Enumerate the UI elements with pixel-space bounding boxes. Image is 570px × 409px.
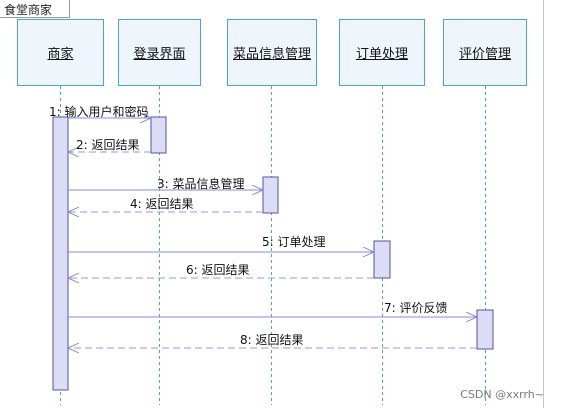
lifeline-order[interactable]: 订单处理 [339, 19, 425, 86]
message-2-label: 2: 返回结果 [76, 138, 140, 152]
activation-review[interactable] [476, 309, 494, 350]
lifeline-merchant-label: 商家 [47, 47, 74, 62]
message-1-label: 1: 输入用户和密码 [49, 105, 149, 119]
lifeline-review[interactable]: 评价管理 [443, 19, 527, 86]
frame-border [543, 0, 544, 408]
frame-title: 食堂商家 [4, 3, 53, 17]
lifeline-dish-label: 菜品信息管理 [232, 47, 311, 62]
message-3-label: 3: 菜品信息管理 [157, 177, 245, 191]
lifeline-review-label: 评价管理 [458, 47, 511, 62]
activation-merchant[interactable] [52, 116, 69, 391]
frame-title-tab: 食堂商家 [0, 0, 70, 18]
lifeline-order-label: 订单处理 [355, 47, 408, 62]
lifeline-login-label: 登录界面 [133, 47, 186, 62]
lifeline-merchant[interactable]: 商家 [17, 19, 104, 86]
activation-login[interactable] [150, 116, 167, 154]
message-6-label: 6: 返回结果 [186, 263, 250, 277]
watermark: CSDN @xxrrh~ [460, 388, 544, 401]
message-8-label: 8: 返回结果 [240, 333, 304, 347]
message-7-label: 7: 评价反馈 [384, 301, 448, 315]
lifeline-login[interactable]: 登录界面 [118, 19, 201, 86]
activation-order[interactable] [373, 240, 391, 279]
message-4-label: 4: 返回结果 [130, 197, 194, 211]
lifeline-dish[interactable]: 菜品信息管理 [227, 19, 317, 86]
activation-dish[interactable] [262, 176, 279, 214]
message-5-label: 5: 订单处理 [262, 235, 326, 249]
